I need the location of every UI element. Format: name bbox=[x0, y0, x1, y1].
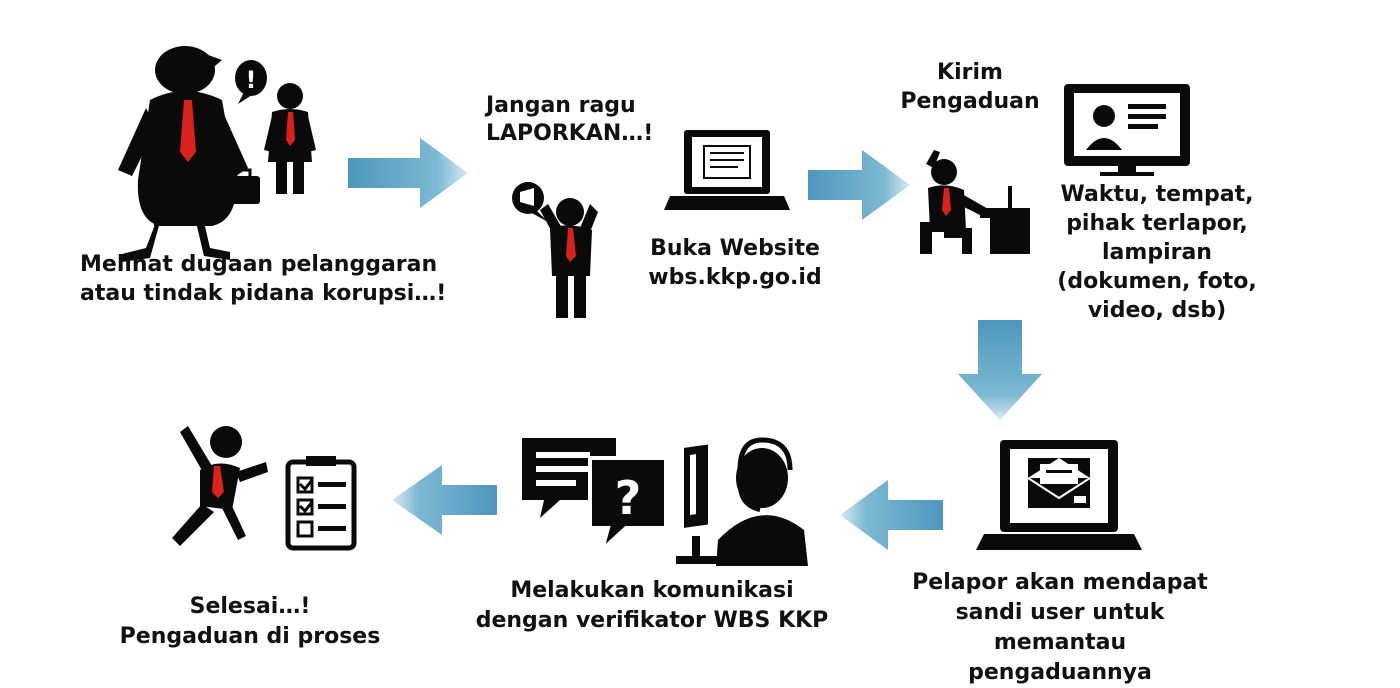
person-at-desk-icon bbox=[920, 150, 1030, 254]
exclamation-bubble-icon: ! bbox=[235, 60, 267, 104]
step1-label: Melihat dugaan pelanggaran atau tindak p… bbox=[80, 252, 447, 306]
step7-label: Selesai…! Pengaduan di proses bbox=[119, 594, 381, 649]
megaphone-bubble-icon bbox=[512, 182, 548, 222]
laptop-email-icon bbox=[976, 440, 1142, 550]
svg-text:!: ! bbox=[246, 66, 257, 94]
laptop-website-icon bbox=[664, 130, 790, 210]
tie-icon bbox=[180, 100, 196, 162]
arrow-right-2 bbox=[808, 150, 910, 220]
tie-icon bbox=[566, 228, 576, 262]
chat-bubbles-icon: ? bbox=[522, 438, 668, 557]
step3-label: Buka Website wbs.kkp.go.id bbox=[648, 236, 822, 290]
arrow-left-1 bbox=[840, 480, 943, 550]
corrupt-official-figure-icon bbox=[118, 46, 260, 262]
tie-icon bbox=[942, 188, 951, 216]
monitor-profile-icon bbox=[1064, 84, 1190, 176]
step5-label: Pelapor akan mendapat sandi user untuk m… bbox=[912, 570, 1208, 685]
step6-label: Melakukan komunikasi dengan verifikator … bbox=[475, 578, 829, 633]
checklist-clipboard-icon bbox=[285, 456, 357, 551]
tie-icon bbox=[286, 112, 295, 146]
step2-label: Jangan ragu LAPORKAN…! bbox=[486, 93, 654, 146]
support-agent-icon bbox=[676, 437, 808, 566]
step4-detail-label: Waktu, tempat, pihak terlapor, lampiran … bbox=[1057, 182, 1257, 323]
arrow-right-1 bbox=[348, 138, 468, 208]
question-mark-icon: ? bbox=[615, 471, 642, 525]
step4-label: Kirim Pengaduan bbox=[900, 60, 1040, 114]
arrow-left-2 bbox=[392, 465, 497, 535]
arrow-down bbox=[958, 320, 1042, 420]
tie-icon bbox=[212, 466, 224, 498]
